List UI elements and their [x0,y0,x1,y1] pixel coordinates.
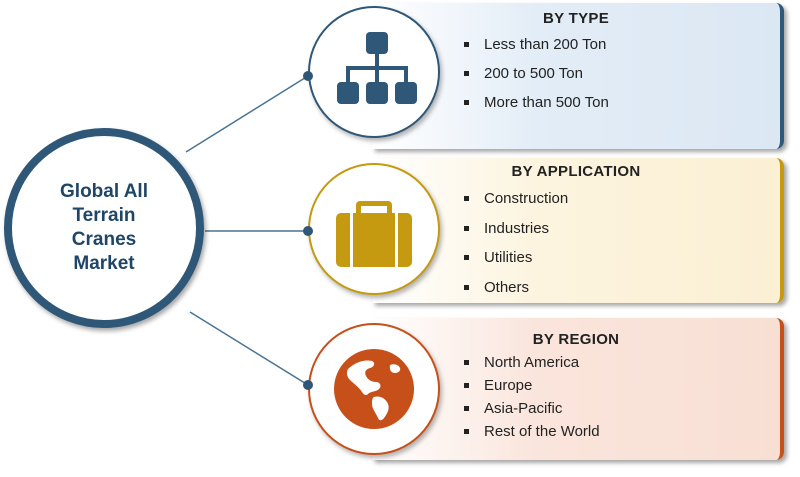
list-item: North America [464,354,600,377]
list-item: Others [464,279,568,309]
list-item: 200 to 500 Ton [464,65,609,94]
connector-type [185,75,309,153]
segment-panel-type: BY TYPE Less than 200 Ton 200 to 500 Ton… [372,3,784,149]
segment-heading-region: BY REGION [532,331,620,348]
market-title: Global All Terrain Cranes Market [60,181,148,274]
segment-heading-type: BY TYPE [542,10,609,27]
globe-icon [334,349,414,429]
connector-region [189,311,309,386]
segment-panel-application: BY APPLICATION Construction Industries U… [372,158,784,303]
list-item: More than 500 Ton [464,94,609,123]
connector-dot-application [303,226,313,236]
segment-list-type: Less than 200 Ton 200 to 500 Ton More th… [464,36,609,123]
segment-list-region: North America Europe Asia-Pacific Rest o… [464,354,600,446]
segment-heading-application: BY APPLICATION [511,163,641,180]
hierarchy-icon [337,32,417,104]
list-item: Industries [464,220,568,250]
briefcase-icon [336,201,412,267]
segment-circle-region [308,323,440,455]
list-item: Rest of the World [464,423,600,446]
list-item: Less than 200 Ton [464,36,609,65]
list-item: Europe [464,377,600,400]
segment-circle-type [308,6,440,138]
segment-panel-region: BY REGION North America Europe Asia-Paci… [372,318,784,460]
market-hub-circle: Global All Terrain Cranes Market [4,128,204,328]
segment-list-application: Construction Industries Utilities Others [464,190,568,308]
connector-dot-type [303,71,313,81]
list-item: Asia-Pacific [464,400,600,423]
connector-dot-region [303,380,313,390]
segment-circle-application [308,163,440,295]
list-item: Construction [464,190,568,220]
list-item: Utilities [464,249,568,279]
